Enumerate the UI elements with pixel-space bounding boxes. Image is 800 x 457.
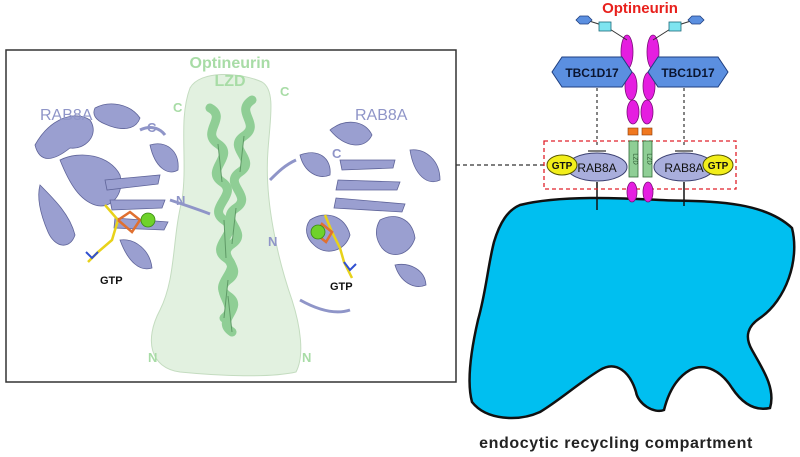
tbc1d17-right bbox=[647, 56, 729, 88]
lzd-right-n-terminus: N bbox=[302, 350, 311, 365]
structure-panel: Optineurin LZD RAB8A RAB8A C C N N C C N… bbox=[5, 49, 457, 383]
optineurin-schematic-title: Optineurin bbox=[602, 0, 678, 17]
schematic: LZD LZD Optineurin TBC1D17 TBC1D17 RAB8A… bbox=[468, 0, 796, 452]
rab8a-left-n-terminus: N bbox=[176, 193, 185, 208]
rab8a-right-structure bbox=[299, 121, 441, 287]
lzd-left-n-terminus: N bbox=[148, 350, 157, 365]
tbc1d17-left bbox=[551, 56, 633, 88]
mg-ion-right bbox=[310, 224, 326, 240]
lzd-left-c-terminus: C bbox=[173, 100, 183, 115]
rab8a-right-c-terminus: C bbox=[332, 146, 342, 161]
schematic-lzd-left bbox=[628, 140, 639, 178]
gtp-left-label: GTP bbox=[100, 275, 123, 287]
endocytic-compartment-shape bbox=[468, 196, 796, 420]
gtp-right-schematic bbox=[702, 154, 734, 176]
gtp-ligand-right bbox=[310, 214, 357, 279]
zoom-region-box bbox=[543, 140, 737, 190]
compartment-caption: endocytic recycling compartment bbox=[479, 435, 753, 452]
optineurin-lzd-label-line1: Optineurin bbox=[190, 55, 271, 72]
schematic-lzd-right-label: LZD bbox=[646, 153, 652, 165]
schematic-lzd-left-label: LZD bbox=[632, 153, 638, 165]
optineurin-lzd-label-line2: LZD bbox=[214, 73, 245, 90]
tbc1d17-left-label: TBC1D17 bbox=[565, 66, 619, 80]
rab8a-right-n-terminus: N bbox=[268, 234, 277, 249]
rab8a-left-c-terminus: C bbox=[147, 120, 157, 135]
gtp-right-schematic-label: GTP bbox=[708, 161, 729, 172]
optineurin-dimer bbox=[620, 34, 660, 203]
gtp-ligand-left bbox=[85, 204, 156, 263]
rab8a-right-label: RAB8A bbox=[355, 107, 408, 124]
gtp-left-schematic-label: GTP bbox=[552, 161, 573, 172]
rab8a-left-label: RAB8A bbox=[40, 107, 93, 124]
schematic-lzd-right bbox=[642, 140, 653, 178]
lzd-right-c-terminus: C bbox=[280, 84, 290, 99]
tbc1d17-right-label: TBC1D17 bbox=[661, 66, 715, 80]
optineurin-top-domains bbox=[575, 15, 705, 41]
rab8a-left-schematic-label: RAB8A bbox=[577, 161, 616, 175]
gtp-right-label: GTP bbox=[330, 281, 353, 293]
rab8a-right-schematic-label: RAB8A bbox=[664, 161, 703, 175]
gtp-left-schematic bbox=[546, 154, 578, 176]
mg-ion-left bbox=[140, 212, 156, 228]
